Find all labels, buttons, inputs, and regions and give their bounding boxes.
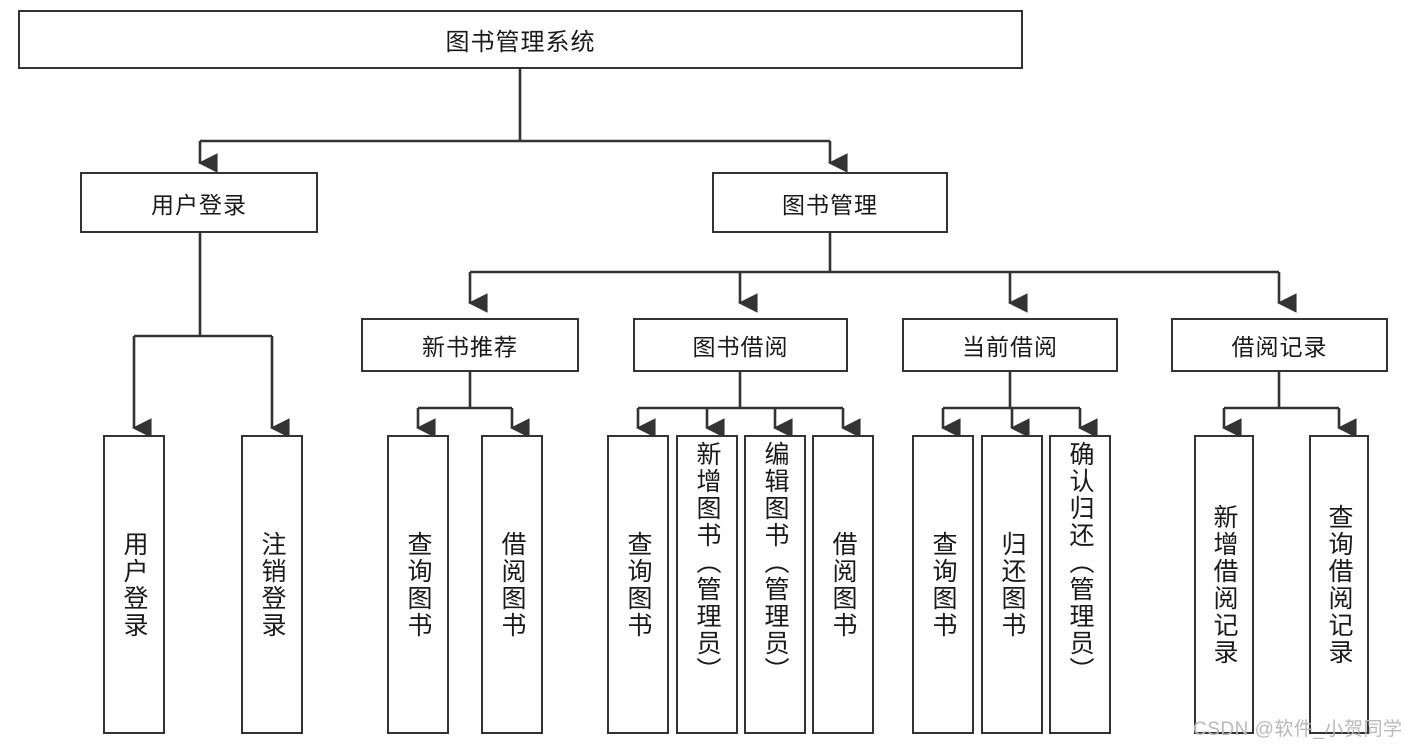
node-label: 归还图书 bbox=[998, 530, 1026, 639]
watermark-text: CSDN @软件_小贺同学 bbox=[1193, 719, 1403, 740]
node-label: 查询图书 bbox=[404, 530, 432, 639]
node-label: 注销登录 bbox=[258, 530, 286, 639]
leaf-borrow-book[interactable]: 借阅图书 bbox=[812, 435, 874, 734]
leaf-confirm-return-admin[interactable]: 确认归还（管理员） bbox=[1049, 435, 1111, 734]
node-label: 借阅图书 bbox=[498, 530, 526, 639]
node-book-management[interactable]: 图书管理 bbox=[712, 172, 948, 233]
node-label: 新书推荐 bbox=[422, 334, 518, 360]
leaf-borrow-book-recommend[interactable]: 借阅图书 bbox=[481, 435, 543, 734]
node-user-login[interactable]: 用户登录 bbox=[80, 172, 318, 233]
node-label: 用户登录 bbox=[151, 191, 247, 218]
leaf-add-book-admin[interactable]: 新增图书（管理员） bbox=[676, 435, 738, 734]
node-label: 查询借阅记录 bbox=[1325, 503, 1353, 666]
node-root-system[interactable]: 图书管理系统 bbox=[18, 10, 1023, 69]
node-new-book-recommend[interactable]: 新书推荐 bbox=[361, 318, 579, 372]
node-label: 借阅记录 bbox=[1231, 334, 1328, 360]
node-label: 图书借阅 bbox=[692, 334, 789, 360]
node-label: 借阅图书 bbox=[829, 530, 857, 639]
leaf-user-login[interactable]: 用户登录 bbox=[103, 435, 165, 734]
node-label: 查询图书 bbox=[929, 530, 957, 639]
node-label: 图书管理 bbox=[782, 191, 878, 218]
leaf-add-borrow-record[interactable]: 新增借阅记录 bbox=[1194, 435, 1254, 734]
node-current-borrow[interactable]: 当前借阅 bbox=[902, 318, 1118, 372]
leaf-logout[interactable]: 注销登录 bbox=[241, 435, 303, 734]
node-book-borrow[interactable]: 图书借阅 bbox=[633, 318, 848, 372]
node-label: 确认归还（管理员） bbox=[1066, 441, 1094, 684]
leaf-query-book-recommend[interactable]: 查询图书 bbox=[387, 435, 449, 734]
node-label: 新增图书（管理员） bbox=[693, 441, 721, 684]
leaf-return-book[interactable]: 归还图书 bbox=[981, 435, 1043, 734]
leaf-query-book-current[interactable]: 查询图书 bbox=[912, 435, 974, 734]
leaf-query-book-borrow[interactable]: 查询图书 bbox=[607, 435, 669, 734]
node-label: 新增借阅记录 bbox=[1210, 503, 1238, 666]
leaf-edit-book-admin[interactable]: 编辑图书（管理员） bbox=[744, 435, 806, 734]
node-label: 当前借阅 bbox=[962, 334, 1058, 360]
leaf-query-borrow-record[interactable]: 查询借阅记录 bbox=[1309, 435, 1369, 734]
node-label: 查询图书 bbox=[624, 530, 652, 639]
node-label: 用户登录 bbox=[120, 530, 148, 639]
node-label: 图书管理系统 bbox=[445, 29, 596, 56]
node-label: 编辑图书（管理员） bbox=[761, 441, 789, 684]
node-borrow-record[interactable]: 借阅记录 bbox=[1171, 318, 1388, 372]
